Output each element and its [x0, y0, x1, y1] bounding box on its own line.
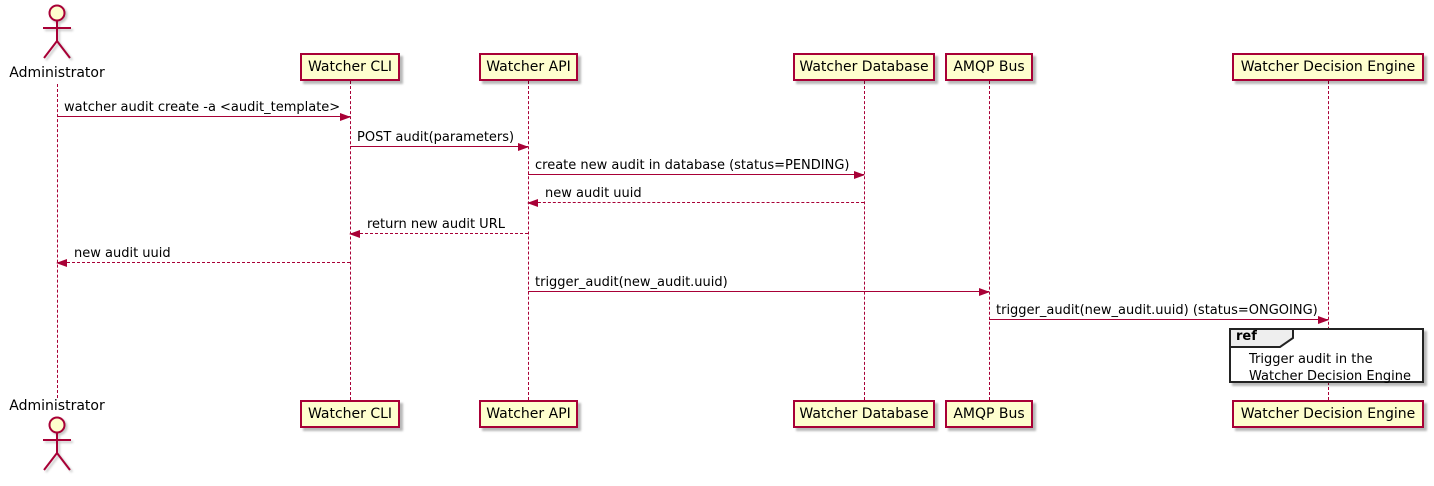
participant-top-watcher-api: Watcher API	[479, 53, 578, 81]
message-label: return new audit URL	[367, 217, 505, 232]
ref-text-line: Trigger audit in the	[1249, 352, 1373, 367]
message-label: trigger_audit(new_audit.uuid) (status=ON…	[996, 303, 1318, 318]
actor-icon	[43, 416, 71, 471]
ref-text-line: Watcher Decision Engine	[1249, 369, 1411, 384]
arrowhead-icon	[527, 199, 538, 207]
message-line	[989, 319, 1328, 320]
message-line	[350, 233, 528, 234]
message-label: trigger_audit(new_audit.uuid)	[535, 275, 728, 290]
lifeline-watcher-cli	[350, 81, 351, 400]
participant-bottom-watcher-database: Watcher Database	[793, 400, 935, 428]
arrowhead-icon	[56, 259, 67, 267]
lifeline-watcher-api	[528, 81, 529, 400]
participant-top-watcher-decision-engine: Watcher Decision Engine	[1232, 53, 1424, 81]
message-line	[57, 116, 350, 117]
message-7: trigger_audit(new_audit.uuid)	[528, 273, 990, 296]
message-5: return new audit URL	[349, 215, 528, 238]
ref-fragment: ref Trigger audit in the Watcher Decisio…	[1229, 328, 1424, 384]
arrowhead-icon	[854, 171, 865, 179]
arrowhead-icon	[518, 143, 529, 151]
message-3: create new audit in database (status=PEN…	[528, 156, 865, 179]
message-line	[350, 146, 528, 147]
lifeline-amqp-bus	[989, 81, 990, 400]
actor-administrator-bottom: Administrator	[9, 398, 105, 414]
actor-icon	[43, 4, 71, 59]
participant-top-amqp-bus: AMQP Bus	[945, 53, 1033, 81]
message-label: new audit uuid	[74, 246, 171, 261]
message-line	[528, 174, 864, 175]
message-8: trigger_audit(new_audit.uuid) (status=ON…	[989, 301, 1329, 324]
message-line	[57, 262, 350, 263]
participant-bottom-watcher-cli: Watcher CLI	[300, 400, 400, 428]
ref-tab: ref	[1229, 328, 1295, 348]
participant-top-watcher-cli: Watcher CLI	[300, 53, 400, 81]
participant-bottom-watcher-decision-engine: Watcher Decision Engine	[1232, 400, 1424, 428]
arrowhead-icon	[349, 230, 360, 238]
participant-bottom-amqp-bus: AMQP Bus	[945, 400, 1033, 428]
message-label: new audit uuid	[545, 186, 642, 201]
arrowhead-icon	[1318, 316, 1329, 324]
message-1: watcher audit create -a <audit_template>	[57, 98, 351, 121]
message-6: new audit uuid	[56, 244, 350, 267]
arrowhead-icon	[340, 113, 351, 121]
lifeline-administrator	[57, 84, 58, 398]
participant-top-watcher-database: Watcher Database	[793, 53, 935, 81]
message-label: watcher audit create -a <audit_template>	[64, 100, 341, 115]
actor-administrator-top: Administrator	[9, 65, 105, 81]
message-line	[528, 202, 864, 203]
lifeline-watcher-decision-engine	[1328, 81, 1329, 400]
ref-keyword: ref	[1236, 329, 1257, 344]
message-label: POST audit(parameters)	[357, 130, 515, 145]
message-4: new audit uuid	[527, 184, 864, 207]
participant-bottom-watcher-api: Watcher API	[479, 400, 578, 428]
arrowhead-icon	[979, 288, 990, 296]
message-line	[528, 291, 989, 292]
message-label: create new audit in database (status=PEN…	[535, 158, 850, 173]
message-2: POST audit(parameters)	[350, 128, 529, 151]
lifeline-watcher-database	[864, 81, 865, 400]
